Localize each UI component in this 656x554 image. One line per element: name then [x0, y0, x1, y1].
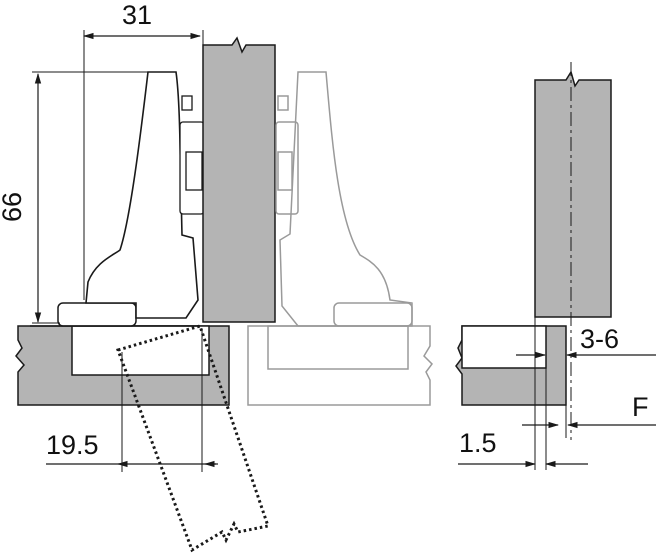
door-closed-left: [202, 36, 276, 323]
dimension-label-F: F: [632, 392, 649, 422]
dimension-label-31: 31: [122, 0, 153, 30]
dimension-label-19-5: 19.5: [46, 430, 99, 460]
mounting-plate: [57, 302, 137, 327]
arm-screw-slot: [185, 151, 203, 191]
arm-clip: [181, 95, 193, 111]
dimension-label-3-6: 3-6: [580, 324, 620, 354]
door-right: [534, 70, 612, 318]
door-open-dotted: [116, 324, 270, 553]
dimension-label-66: 66: [0, 191, 27, 222]
hinge-cup-bore: [71, 325, 210, 376]
dimension-label-1-5: 1.5: [459, 428, 497, 458]
panel-right-bore: [461, 325, 547, 369]
ghost-assembly: [247, 71, 433, 406]
